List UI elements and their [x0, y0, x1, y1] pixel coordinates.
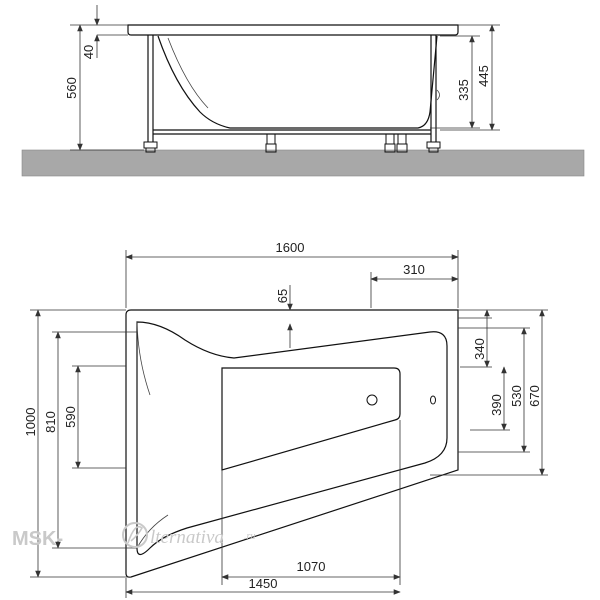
- dim-bottom-1070: 1070: [297, 559, 326, 574]
- side-tub-inner: [167, 37, 209, 109]
- dim-overall-width: 1000: [23, 408, 38, 437]
- watermark-logo-icon: [122, 522, 148, 548]
- dim-right-340: 340: [472, 338, 487, 360]
- dim-total-height: 560: [64, 77, 79, 99]
- side-view: 560 40 335 445: [21, 5, 585, 177]
- dim-width-590: 590: [63, 406, 78, 428]
- watermark-brand-left: MSK-: [12, 528, 63, 550]
- top-inner-basin: [136, 321, 448, 556]
- dim-rim-thickness: 40: [81, 45, 96, 59]
- side-rim: [127, 24, 459, 36]
- side-middle-legs: [265, 133, 408, 153]
- dim-width-810: 810: [43, 411, 58, 433]
- top-view: 1600 310 65 1000 810 590 340 390: [23, 240, 548, 598]
- watermark-suffix: .ru: [244, 531, 255, 542]
- watermark: MSK- lternativa .ru: [12, 522, 255, 550]
- floor: [21, 149, 585, 177]
- side-right-leg: [426, 35, 441, 153]
- side-left-leg: [143, 35, 158, 153]
- dim-inner-depth: 335: [456, 79, 471, 101]
- dim-bottom-1450: 1450: [249, 576, 278, 591]
- dim-right-670: 670: [527, 385, 542, 407]
- dim-right-530: 530: [509, 385, 524, 407]
- dim-rim-width: 65: [275, 289, 290, 303]
- top-bottom-plate: [221, 367, 401, 471]
- dim-right-390: 390: [489, 394, 504, 416]
- dim-corner-offset: 310: [403, 262, 425, 277]
- dim-overall-length: 1600: [276, 240, 305, 255]
- top-drain: [366, 394, 378, 406]
- side-tub-body: [157, 35, 438, 129]
- top-overflow: [430, 395, 436, 405]
- watermark-brand-right: lternativa: [150, 527, 224, 548]
- dim-outer-depth: 445: [476, 65, 491, 87]
